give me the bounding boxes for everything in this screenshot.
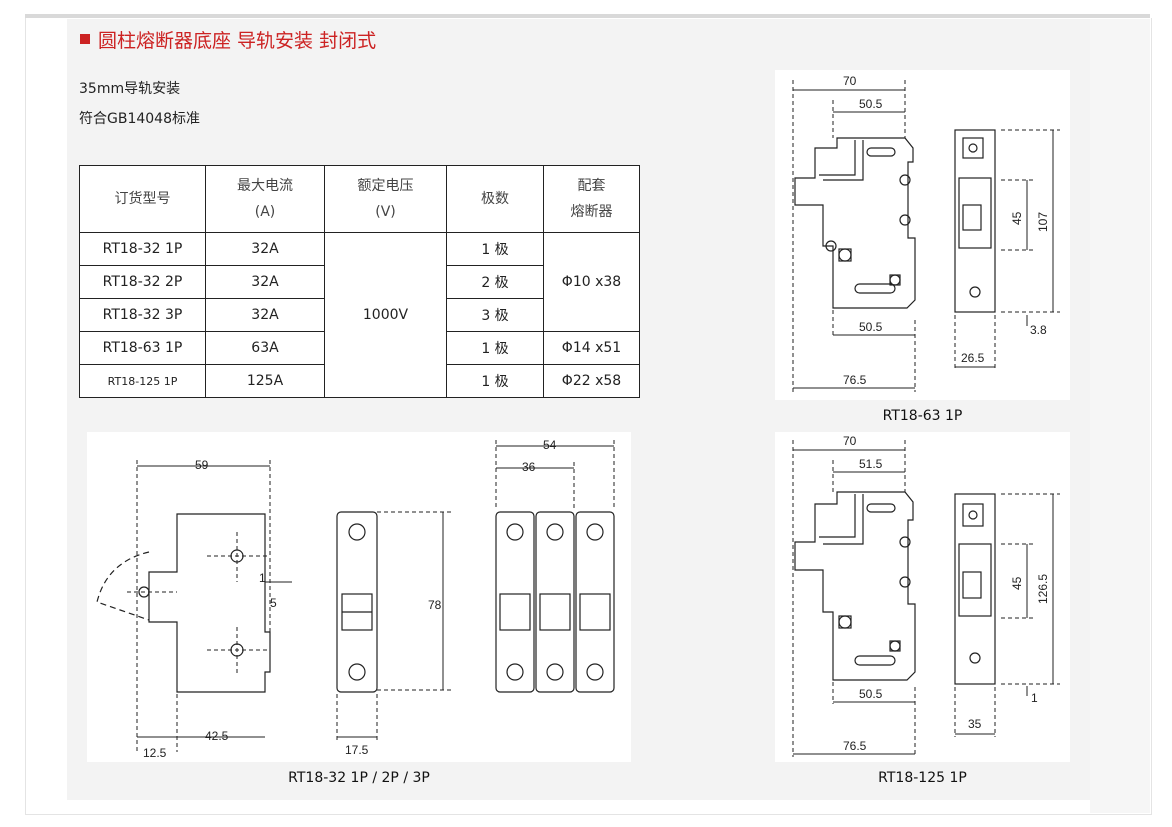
rt18-63-drawing: 70 50.5 50.5 76.5 26.5 3.8 45 107 — [775, 70, 1070, 400]
cell-poles: 1 极 — [446, 331, 544, 365]
cell-model: RT18-32 2P — [79, 265, 206, 299]
cell-current: 32A — [205, 298, 325, 332]
section-title: 圆柱熔断器底座 导轨安装 封闭式 — [80, 26, 376, 53]
rt18-125-svg: 70 51.5 50.5 76.5 35 1 45 126.5 — [792, 434, 1060, 757]
dim-label: 45 — [1010, 576, 1024, 590]
right-gutter — [1090, 19, 1150, 813]
table-header-row: 订货型号 最大电流(A) 额定电压(V) 极数 配套熔断器 — [79, 165, 640, 233]
cell-fuse: Φ22 x58 — [543, 364, 640, 398]
table-row: RT18-32 3P 32A 3 极 — [79, 298, 640, 332]
dim-label: 36 — [522, 460, 536, 474]
caption-rt18-63: RT18-63 1P — [882, 408, 963, 424]
caption-rt18-32: RT18-32 1P / 2P / 3P — [288, 770, 430, 786]
dim-label: 70 — [843, 434, 857, 448]
caption-rt18-125: RT18-125 1P — [878, 770, 967, 786]
rt18-32-svg: 59 1 5 12.5 42.5 17.5 78 54 36 — [96, 438, 615, 760]
rt18-32-drawing: 59 1 5 12.5 42.5 17.5 78 54 36 — [87, 432, 631, 762]
dim-label: 51.5 — [859, 457, 883, 471]
dim-label: 26.5 — [961, 351, 985, 365]
rt18-63-svg: 70 50.5 50.5 76.5 26.5 3.8 45 107 — [792, 74, 1060, 392]
dim-label: 3.8 — [1030, 323, 1047, 337]
table-row: RT18-63 1P 63A 1 极 Φ14 x51 — [79, 331, 640, 365]
header-current: 最大电流(A) — [205, 165, 325, 233]
header-model: 订货型号 — [79, 165, 206, 233]
cell-poles: 2 极 — [446, 265, 544, 299]
dim-label: 126.5 — [1036, 574, 1050, 604]
header-poles: 极数 — [446, 165, 544, 233]
dim-label: 45 — [1010, 211, 1024, 225]
spec-table: 订货型号 最大电流(A) 额定电压(V) 极数 配套熔断器 RT18-32 1P… — [79, 165, 640, 398]
cell-current: 63A — [205, 331, 325, 365]
header-voltage: 额定电压(V) — [324, 165, 447, 233]
dim-label: 59 — [195, 458, 209, 472]
cell-voltage: 1000V — [324, 232, 447, 398]
table-row: RT18-32 2P 32A 2 极 — [79, 265, 640, 299]
cell-poles: 1 极 — [446, 232, 544, 266]
dim-label: 76.5 — [843, 373, 867, 387]
dim-label: 107 — [1036, 212, 1050, 232]
dim-label: 70 — [843, 74, 857, 88]
spec-line-2: 符合GB14048标准 — [79, 111, 200, 127]
table-row: RT18-32 1P 32A 1000V 1 极 Φ10 x38 — [79, 232, 640, 398]
cell-model: RT18-125 1P — [79, 364, 206, 398]
cell-current: 32A — [205, 232, 325, 266]
cell-fuse: Φ10 x38 — [543, 232, 640, 332]
cell-poles: 3 极 — [446, 298, 544, 332]
cell-model: RT18-63 1P — [79, 331, 206, 365]
top-border — [25, 14, 1150, 19]
header-fuse: 配套熔断器 — [543, 165, 640, 233]
cell-model: RT18-32 3P — [79, 298, 206, 332]
dim-label: 12.5 — [143, 746, 167, 760]
table-row: RT18-125 1P 125A 1 极 Φ22 x58 — [79, 364, 640, 398]
dim-label: 42.5 — [205, 729, 229, 743]
square-bullet-icon — [80, 34, 90, 44]
section-title-text: 圆柱熔断器底座 导轨安装 封闭式 — [98, 30, 377, 52]
dim-label: 1 — [259, 571, 266, 585]
dim-label: 35 — [968, 717, 982, 731]
cell-poles: 1 极 — [446, 364, 544, 398]
dim-label: 50.5 — [859, 687, 883, 701]
cell-current: 32A — [205, 265, 325, 299]
rt18-125-drawing: 70 51.5 50.5 76.5 35 1 45 126.5 — [775, 432, 1070, 762]
dim-label: 1 — [1031, 691, 1038, 705]
dim-label: 50.5 — [859, 320, 883, 334]
dim-label: 76.5 — [843, 739, 867, 753]
cell-fuse: Φ14 x51 — [543, 331, 640, 365]
dim-label: 50.5 — [859, 97, 883, 111]
spec-line-1: 35mm导轨安装 — [79, 81, 181, 97]
dim-label: 54 — [543, 438, 557, 452]
dim-label: 78 — [428, 598, 442, 612]
cell-current: 125A — [205, 364, 325, 398]
cell-model: RT18-32 1P — [79, 232, 206, 266]
dim-label: 17.5 — [345, 743, 369, 757]
dim-label: 5 — [270, 596, 277, 610]
